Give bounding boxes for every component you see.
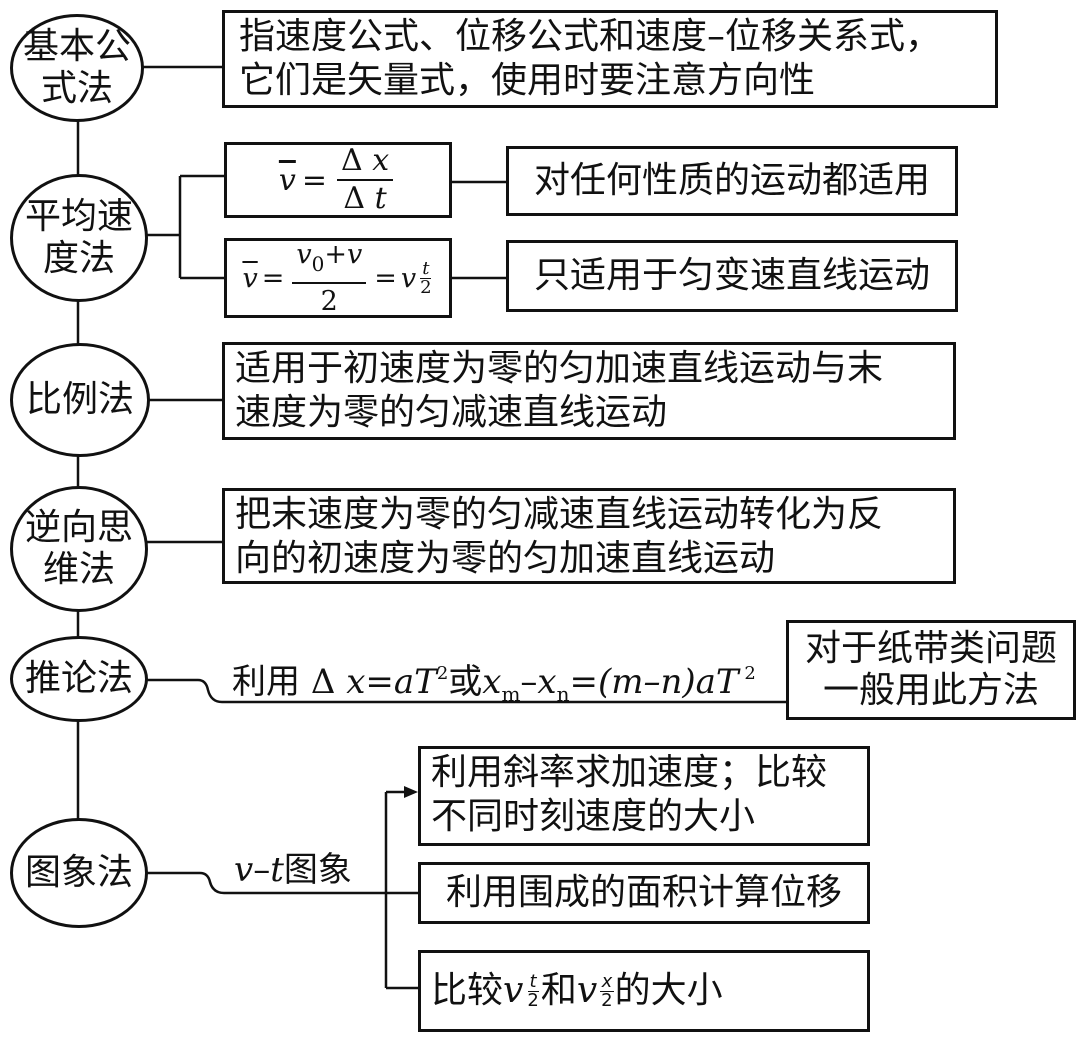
node-label: 逆向思 bbox=[24, 507, 133, 548]
delta-symbol: Δ bbox=[310, 662, 336, 702]
var-t: t bbox=[374, 181, 387, 216]
node-graph: 图象法 bbox=[10, 818, 148, 928]
connector-inference bbox=[146, 678, 786, 704]
sub-n: n bbox=[556, 682, 570, 706]
formula-fraction: Δ x Δ t bbox=[336, 143, 394, 217]
box-graph-area: 利用围成的面积计算位移 bbox=[418, 862, 870, 924]
box-inference-description: 对于纸带类问题 一般用此方法 bbox=[786, 620, 1076, 720]
box-average-general: 对任何性质的运动都适用 bbox=[506, 146, 958, 216]
edge-label-graph: v–t图象 bbox=[234, 850, 352, 890]
box-average-uniform: 只适用于匀变速直线运动 bbox=[506, 240, 958, 312]
box-text: 利用围成的面积计算位移 bbox=[445, 872, 842, 913]
node-label: 平均速 bbox=[24, 196, 133, 237]
formula-lhs: v bbox=[242, 262, 258, 294]
sub-den: 2 bbox=[527, 989, 539, 1011]
box-ratio-description: 适用于初速度为零的匀加速直线运动与末 速度为零的匀减速直线运动 bbox=[222, 342, 956, 440]
dash: – bbox=[253, 850, 271, 890]
node-label: 维法 bbox=[42, 549, 115, 590]
delta-symbol: Δ bbox=[340, 143, 363, 178]
box-text: 对任何性质的运动都适用 bbox=[533, 160, 930, 201]
box-reverse-description: 把末速度为零的匀减速直线运动转化为反 向的初速度为零的匀加速直线运动 bbox=[222, 488, 956, 584]
formula-equals: = bbox=[261, 262, 285, 294]
compare-suffix: 的大小 bbox=[614, 970, 723, 1011]
node-label: 推论法 bbox=[24, 658, 133, 699]
connector-graph bbox=[146, 871, 386, 895]
label-or: 或 bbox=[448, 662, 483, 702]
var-v: v bbox=[234, 850, 254, 890]
var-x: x bbox=[372, 143, 390, 178]
node-label: 式法 bbox=[40, 68, 113, 109]
box-line: 对于纸带类问题 bbox=[804, 628, 1057, 669]
box-line: 向的初速度为零的匀加速直线运动 bbox=[235, 538, 776, 579]
sup-1: 2 bbox=[436, 663, 449, 684]
box-line: 一般用此方法 bbox=[822, 670, 1039, 711]
node-reverse-thinking: 逆向思维法 bbox=[10, 486, 148, 612]
formula-average-definition: v = Δ x Δ t bbox=[224, 142, 452, 218]
denominator: 2 bbox=[320, 285, 338, 317]
formula-lhs: v bbox=[278, 162, 296, 198]
sup-2: 2 bbox=[738, 663, 756, 684]
label-prefix: 利用 bbox=[232, 662, 311, 702]
box-line: 利用斜率求加速度；比较 bbox=[431, 752, 828, 793]
node-label: 比例法 bbox=[25, 379, 134, 420]
delta-symbol: Δ bbox=[343, 181, 366, 216]
var-v-a: v bbox=[503, 970, 524, 1011]
x-n: x bbox=[537, 662, 557, 702]
var-v: v bbox=[296, 238, 312, 270]
box-text: 只适用于匀变速直线运动 bbox=[533, 255, 930, 296]
box-graph-slope: 利用斜率求加速度；比较 不同时刻速度的大小 bbox=[418, 746, 870, 846]
node-basic-formula: 基本公式法 bbox=[10, 14, 144, 122]
box-basic-description: 指速度公式、位移公式和速度–位移关系式， 它们是矢量式，使用时要注意方向性 bbox=[222, 10, 998, 108]
formula-equals: = bbox=[374, 262, 397, 294]
sub-num: t bbox=[527, 970, 539, 992]
sub-den: 2 bbox=[601, 989, 613, 1011]
sub-num: x bbox=[599, 970, 615, 992]
var-t: t bbox=[270, 850, 284, 890]
expr-1: x=aT bbox=[346, 662, 437, 702]
arrowhead bbox=[404, 786, 418, 798]
compare-prefix: 比较 bbox=[431, 970, 504, 1011]
formula-equals: = bbox=[301, 162, 327, 198]
node-label: 图象法 bbox=[24, 852, 133, 893]
box-line: 适用于初速度为零的匀加速直线运动与末 bbox=[235, 348, 884, 389]
x-m: x bbox=[482, 662, 502, 702]
node-inference: 推论法 bbox=[10, 636, 148, 722]
var-v-mid: v bbox=[400, 262, 417, 294]
node-label: 基本公 bbox=[22, 26, 131, 67]
formula-fraction: v0+v 2 bbox=[292, 237, 367, 320]
edge-label-inference: 利用 Δ x=aT2或xm–xn=(m–n)aT 2 bbox=[232, 654, 756, 714]
box-line: 指速度公式、位移公式和速度–位移关系式， bbox=[239, 16, 942, 57]
box-line: 速度为零的匀减速直线运动 bbox=[235, 392, 668, 433]
sub-den: 2 bbox=[420, 276, 432, 298]
node-label: 度法 bbox=[42, 238, 115, 279]
label-suffix: 图象 bbox=[283, 850, 352, 890]
node-average-velocity: 平均速度法 bbox=[10, 174, 148, 302]
var-v-b: v bbox=[576, 970, 598, 1011]
box-line: 不同时刻速度的大小 bbox=[431, 796, 756, 837]
expr-2: =(m–n)aT bbox=[569, 662, 739, 702]
sub-num: t bbox=[420, 257, 432, 279]
subscript-0: 0 bbox=[311, 251, 325, 276]
minus: – bbox=[520, 662, 538, 702]
box-line: 它们是矢量式，使用时要注意方向性 bbox=[239, 60, 816, 101]
plus-v: +v bbox=[324, 238, 363, 270]
compare-middle: 和 bbox=[540, 970, 577, 1011]
node-ratio: 比例法 bbox=[10, 343, 150, 457]
sub-m: m bbox=[501, 682, 521, 706]
box-line: 把末速度为零的匀减速直线运动转化为反 bbox=[235, 494, 884, 535]
